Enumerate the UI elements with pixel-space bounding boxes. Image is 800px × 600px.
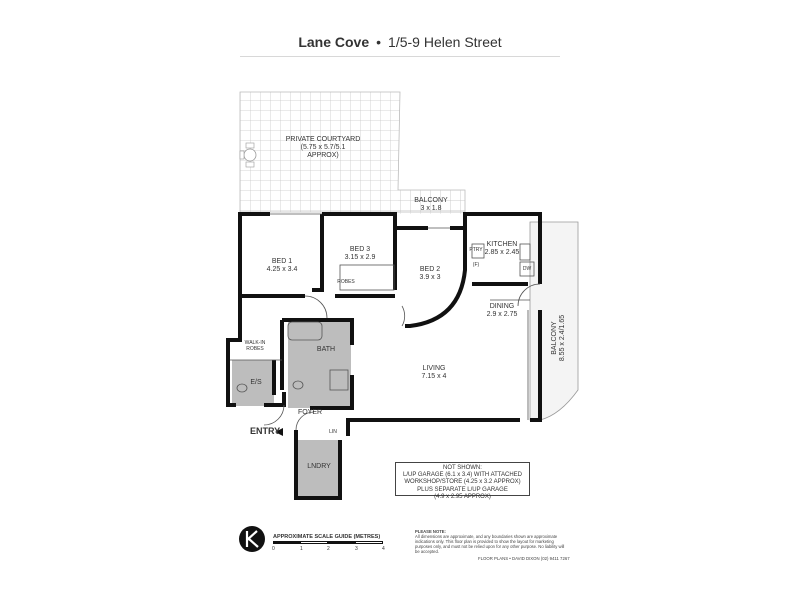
note-line4: PLUS SEPARATE L/UP GARAGE <box>417 486 508 493</box>
scale-tick: 1 <box>300 546 303 552</box>
dining-dims: 2.9 x 2.75 <box>486 311 518 318</box>
credit-line: FLOOR PLANS • DAVID DIXON (02) 9411 7267 <box>478 556 570 561</box>
courtyard-name: PRIVATE COURTYARD <box>285 136 361 143</box>
ensuite-label: E/S <box>250 379 262 386</box>
balcony-top-dims: 3 x 1.8 <box>420 205 442 212</box>
note-line1: NOT SHOWN: <box>443 465 482 471</box>
laundry-fill <box>298 440 338 496</box>
street-address: 1/5-9 Helen Street <box>388 34 502 50</box>
courtyard-approx: APPROX) <box>307 152 339 159</box>
courtyard-dims: (5.75 x 5.7/5.1 <box>300 144 346 151</box>
suburb-name: Lane Cove <box>298 34 370 50</box>
scale-title: APPROXIMATE SCALE GUIDE (METRES) <box>273 534 381 540</box>
scale-tick: 3 <box>355 546 358 552</box>
scale-tick: 0 <box>272 546 275 552</box>
entry-label: ENTRY <box>250 426 281 436</box>
bath-label: BATH <box>316 346 336 353</box>
bed2-dims: 3.9 x 3 <box>419 274 441 281</box>
page-title: Lane Cove • 1/5-9 Helen Street <box>0 34 800 50</box>
fridge-label: (F) <box>472 262 480 268</box>
kitchen-name: KITCHEN <box>486 241 518 248</box>
scale-bar <box>273 541 383 544</box>
dishwasher-label: DW <box>522 266 532 272</box>
bath-fill <box>288 320 351 408</box>
header-divider <box>240 56 560 57</box>
living-dims: 7.15 x 4 <box>421 373 447 380</box>
entry-arrow-icon <box>275 428 283 436</box>
walk-in-robes-line2: ROBES <box>246 346 264 352</box>
not-shown-note: NOT SHOWN: L/UP GARAGE (6.1 x 3.4) WITH … <box>395 462 530 500</box>
dining-name: DINING <box>489 303 515 310</box>
pantry-label: PTRY <box>469 247 483 253</box>
title-separator: • <box>376 34 382 50</box>
living-name: LIVING <box>422 365 446 372</box>
walk-in-robes-line1: WALK-IN <box>244 340 266 346</box>
balcony-side-name: BALCONY <box>551 321 558 355</box>
bed2-name: BED 2 <box>419 266 441 273</box>
floorplan-logo-icon <box>239 526 265 552</box>
scale-tick: 2 <box>327 546 330 552</box>
courtyard-area <box>239 91 466 214</box>
disclaimer-heading: PLEASE NOTE: <box>415 529 446 534</box>
bed3-dims: 3.15 x 2.9 <box>344 254 376 261</box>
disclaimer-body: All dimensions are approximate, and any … <box>415 534 565 554</box>
bed1-dims: 4.25 x 3.4 <box>266 266 298 273</box>
walls <box>226 212 542 500</box>
disclaimer: PLEASE NOTE: All dimensions are approxim… <box>415 529 565 554</box>
foyer-label: FOYER <box>297 409 323 416</box>
scale-tick: 4 <box>382 546 385 552</box>
note-line3: WORKSHOP/STORE (4.25 x 3.2 APPROX) <box>404 479 521 486</box>
balcony-side-dims: 8.55 x 2.4/1.65 <box>559 314 566 362</box>
kitchen-dims: 2.85 x 2.45 <box>484 249 520 256</box>
note-line2: L/UP GARAGE (6.1 x 3.4) WITH ATTACHED <box>402 472 523 479</box>
note-line5: (4.9 x 2.95 APPROX) <box>434 493 491 500</box>
ensuite-fill <box>232 360 274 406</box>
scale-ticks: 0 1 2 3 4 <box>270 546 390 552</box>
balcony-top-name: BALCONY <box>414 197 448 204</box>
bed1-name: BED 1 <box>271 258 293 265</box>
robes-label: ROBES <box>337 279 355 285</box>
bed3-name: BED 3 <box>349 246 371 253</box>
linen-label: LIN <box>329 429 337 435</box>
laundry-label: LNDRY <box>307 463 331 470</box>
